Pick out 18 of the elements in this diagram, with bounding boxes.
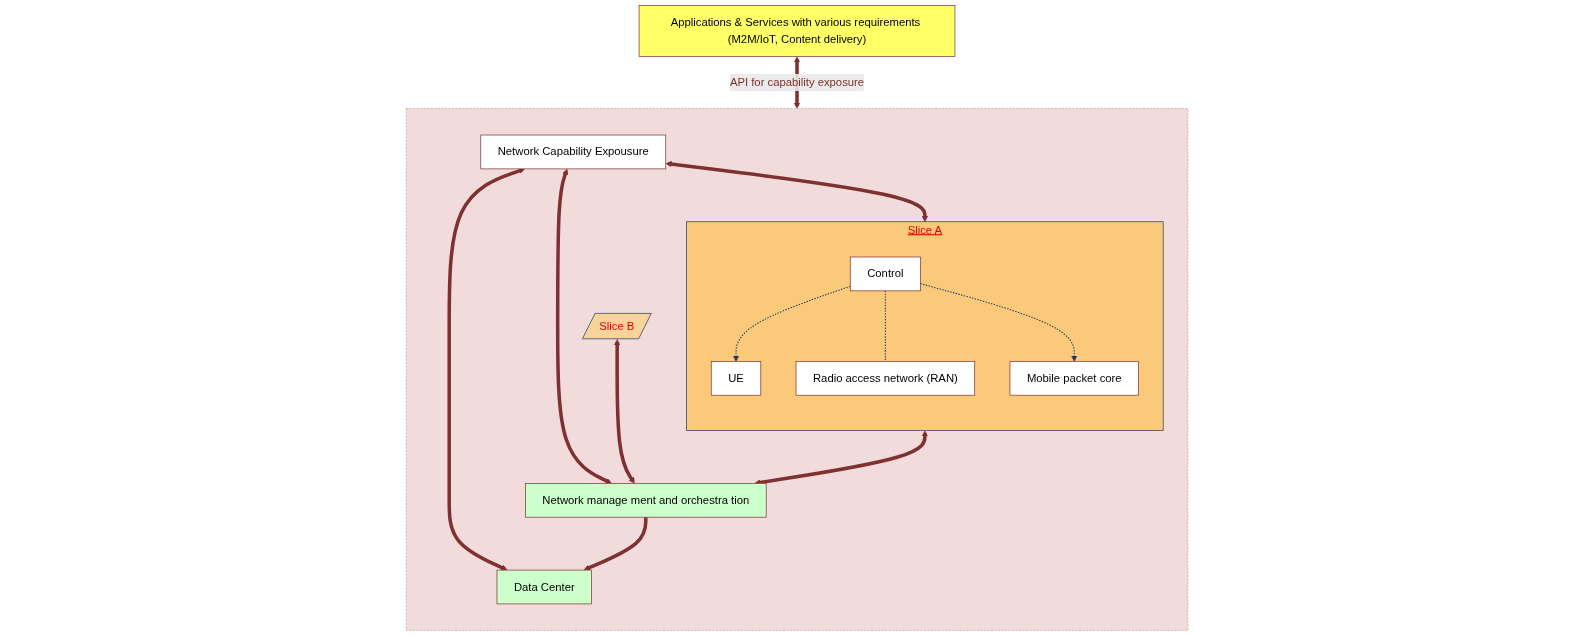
node-box: Network manage ment and orchestra tion — [525, 483, 767, 518]
node-box: Data Center — [496, 569, 592, 605]
node-box: UE — [710, 361, 762, 396]
arrow — [583, 517, 648, 571]
node-box: Applications & Services with various requirements (M2M/IoT, Content delivery) — [638, 5, 956, 57]
node-box: Control — [849, 256, 921, 292]
node-box: Radio access network (RAN) — [795, 361, 976, 396]
node-box: Mobile packet core — [1009, 361, 1139, 396]
cluster — [405, 108, 1189, 631]
node-box: Network Capability Expousure — [480, 134, 667, 170]
arrow — [732, 285, 851, 362]
arrow — [665, 161, 928, 223]
arrow — [754, 430, 928, 486]
arrow — [614, 339, 635, 484]
arrow — [447, 167, 525, 571]
arrow — [555, 168, 612, 484]
edge-label: API for capability exposure — [729, 76, 865, 89]
connector — [884, 290, 886, 362]
